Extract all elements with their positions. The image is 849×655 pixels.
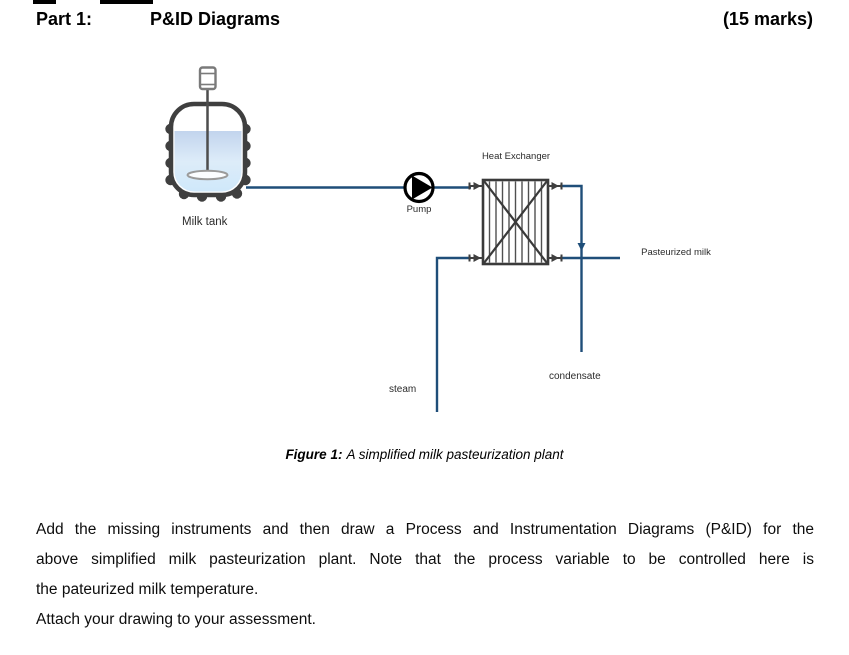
figure-caption: Figure 1:A simplified milk pasteurizatio… [0,447,849,462]
pump-label: Pump [406,204,432,215]
heat-exchanger-label: Heat Exchanger [481,151,551,162]
milk-tank-symbol [165,66,251,202]
agitator-motor-icon [198,66,217,91]
cropped-text-artifact [33,0,56,4]
page-title: P&ID Diagrams [150,9,281,29]
exchanger-cross [483,180,548,264]
cropped-text-artifact [100,0,153,4]
agitator [186,66,229,181]
pipe-condensate-outlet [560,184,586,352]
pump-symbol [403,171,435,204]
heat-exchanger-symbol [468,178,563,266]
part-label: Part 1: [36,9,93,29]
condensate-label: condensate [549,371,601,382]
figure-caption-text: A simplified milk pasteurization plant [346,447,564,462]
pump-triangle-icon [412,175,433,200]
impeller-blade [186,169,229,181]
paragraph-line: above simplified milk pasteurization pla… [36,551,814,568]
pasteurized-milk-label: Pasteurized milk [641,247,711,258]
flow-arrow-down-icon [577,243,586,251]
marks-label: (15 marks) [722,9,813,29]
question-paragraph: Add the missing instruments and then dra… [36,515,814,605]
exchanger-nozzles [468,182,563,262]
attach-note: Attach your drawing to your assessment. [36,611,316,628]
paragraph-line: Add the missing instruments and then dra… [36,521,814,538]
pid-figure [165,66,620,412]
paragraph-line: the pateurized milk temperature. [36,581,259,598]
steam-label: steam [389,384,417,395]
pipe-steam-inlet [435,256,471,412]
figure-caption-number: Figure 1: [285,447,343,462]
milk-tank-label: Milk tank [182,216,228,228]
